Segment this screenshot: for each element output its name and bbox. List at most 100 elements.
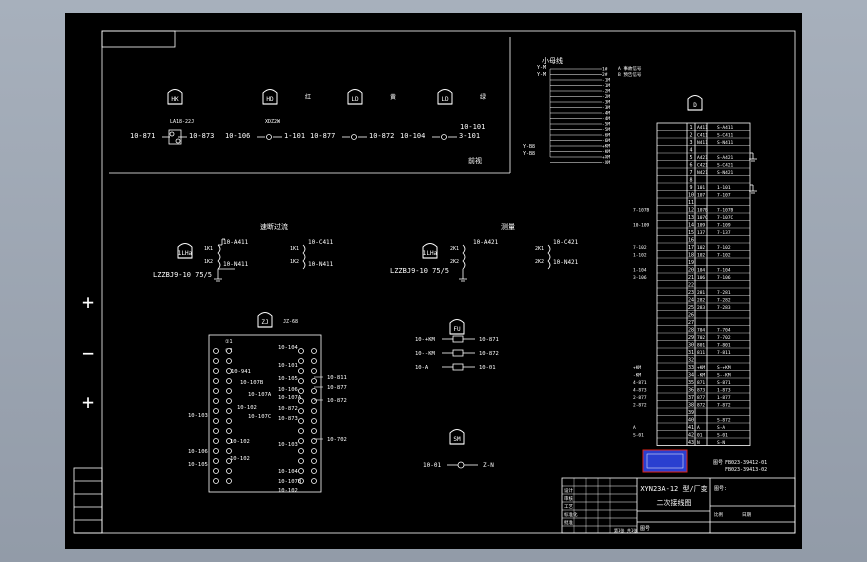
terminal-outer: S-A421 — [717, 155, 734, 161]
bus-code: -2M — [602, 89, 610, 95]
bus-left: Y-M — [537, 65, 546, 71]
terminal-inner: N — [697, 440, 700, 446]
relay-pin-inner-left — [226, 478, 232, 484]
relay-pin-inner-right — [298, 358, 304, 364]
fuse-left: 10-A — [415, 365, 429, 371]
bus-code: +XM — [602, 155, 610, 161]
terminal-outer: S-N411 — [717, 140, 734, 146]
item-color: 红 — [305, 93, 311, 101]
component-badge — [347, 89, 363, 105]
terminal-outer: S-872 — [717, 418, 731, 424]
relay-pin-left — [213, 398, 219, 404]
left-revision-strip — [73, 467, 103, 534]
terminal-no: 11 — [688, 200, 694, 206]
terminal-outer: 7-107C — [717, 215, 734, 221]
terminal-no: 33 — [688, 365, 694, 371]
relay-pin-right — [311, 418, 317, 424]
terminal-no: 12 — [688, 208, 694, 214]
bus-code: -4M — [602, 116, 610, 122]
terminal-no: 16 — [688, 238, 694, 244]
measure-ct-symbol: 1LHa — [422, 243, 438, 259]
badge-label: 1LHa — [423, 250, 438, 257]
terminal-left: S-01 — [633, 433, 644, 439]
bus-left: Y-M — [537, 72, 546, 78]
terminal-outer: 7-282 — [717, 298, 731, 304]
indicator-node — [457, 461, 465, 469]
bus-code: -5M — [602, 127, 610, 133]
terminal-inner: 811 — [697, 350, 705, 356]
ct-coil — [217, 244, 221, 270]
indicator-right: Z-N — [483, 462, 494, 469]
terminal-inner: 101 — [697, 185, 705, 191]
terminal-left: 3-106 — [633, 275, 647, 281]
terminal-outer: 7-137 — [717, 230, 731, 236]
zoom-in-button[interactable]: + — [81, 290, 95, 314]
relay-pin-inner-left — [226, 408, 232, 414]
signal-symbol-0: HK — [167, 89, 183, 105]
zoom-fit-button[interactable]: + — [81, 390, 95, 414]
relay-pin-inner-right — [298, 418, 304, 424]
relay-pin-right — [311, 478, 317, 484]
terminal-no: 15 — [688, 230, 694, 236]
terminal-no: 22 — [688, 283, 694, 289]
bus-code: -3M — [602, 105, 610, 111]
fuse-right: 10-01 — [479, 365, 496, 371]
terminal-no: 34 — [688, 373, 694, 379]
terminal-no: 7 — [689, 170, 692, 176]
bus-code: -3M — [602, 100, 610, 106]
measure-title: 测量 — [501, 223, 515, 231]
terminal-no: 4 — [689, 148, 692, 154]
relay-net: 10-941 — [231, 369, 251, 375]
terminal-no: 27 — [688, 320, 694, 326]
terminal-inner: 137 — [697, 230, 705, 236]
terminal-outer: S-A — [717, 425, 725, 431]
terminal-outer: S-N421 — [717, 170, 734, 176]
terminal-outer: 7-107 — [717, 193, 731, 199]
measure-pin: 2K1 — [535, 246, 544, 252]
terminal-outer: S-C421 — [717, 163, 734, 169]
tb-date-label: 日期 — [742, 512, 751, 518]
terminal-inner: 109 — [697, 223, 705, 229]
terminal-no: 3 — [689, 140, 692, 146]
terminal-left: 4-873 — [633, 388, 647, 394]
relay-pin-left — [213, 478, 219, 484]
corner-tab — [101, 30, 176, 48]
bus-left-lower: Y-B8 — [523, 144, 535, 150]
relay-top-pin: ①1 — [225, 339, 233, 345]
terminal-left: -KM — [633, 373, 641, 379]
term-left: 10-104 — [400, 132, 425, 140]
terminal-outer: 7-872 — [717, 403, 731, 409]
relay-pin-inner-left — [226, 348, 232, 354]
terminal-inner: 281 — [697, 290, 705, 296]
terminal-inner: 871 — [697, 380, 705, 386]
terminal-outer: 1-877 — [717, 395, 731, 401]
terminal-outer: 7-107B — [717, 208, 734, 214]
terminal-left: 2-877 — [633, 395, 647, 401]
zoom-out-button[interactable]: − — [81, 341, 95, 365]
relay-net: 10-107B — [240, 380, 264, 386]
terminal-no: 35 — [688, 380, 694, 386]
fuse-body — [452, 363, 464, 371]
terminal-no: 26 — [688, 313, 694, 319]
terminal-header: D — [687, 95, 703, 111]
terminal-left: +KM — [633, 365, 641, 371]
relay-pin-left — [213, 368, 219, 374]
ct-pin: 1K2 — [290, 259, 299, 265]
badge-label: 1LHa — [178, 250, 193, 257]
terminal-outer: 7-702 — [717, 335, 731, 341]
relay-pin-right — [311, 468, 317, 474]
component-badge — [449, 319, 465, 335]
terminal-inner: A421 — [697, 155, 708, 161]
relay-pin-inner-left — [226, 358, 232, 364]
tb-scale-label: 比例 — [714, 511, 723, 518]
ct-model: LZZBJ9-10 75/5 — [153, 271, 212, 279]
relay-pin-right — [311, 438, 317, 444]
bus-code: -5M — [602, 122, 610, 128]
terminal-outer: 7-281 — [717, 290, 731, 296]
relay-net: 10-103 — [188, 413, 208, 419]
terminal-outer: 1-101 — [717, 185, 731, 191]
relay-pin-right — [311, 378, 317, 384]
component-badge — [449, 429, 465, 445]
terminal-left: 10-109 — [633, 223, 650, 229]
